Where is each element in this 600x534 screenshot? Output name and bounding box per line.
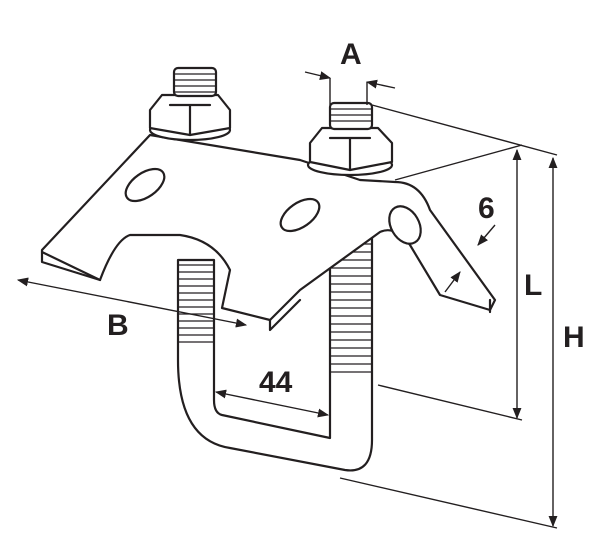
dim-a-arrow-right bbox=[365, 79, 396, 89]
dim-6-arrow-bottom bbox=[444, 271, 461, 293]
label-inner-width: 44 bbox=[259, 366, 293, 399]
dim-6-arrow-top bbox=[477, 224, 496, 246]
nut-right bbox=[306, 101, 394, 177]
plate-hole-3 bbox=[388, 205, 422, 245]
nut-left bbox=[148, 66, 232, 142]
dim-b-line bbox=[16, 277, 248, 328]
label-a: A bbox=[340, 38, 362, 71]
label-b: B bbox=[107, 309, 129, 342]
dim-a-arrow-left bbox=[304, 71, 332, 81]
clamp-plate bbox=[40, 133, 497, 332]
dim-44-line bbox=[214, 389, 330, 418]
dimension-lines bbox=[16, 71, 558, 529]
label-h: H bbox=[563, 321, 585, 354]
label-thickness: 6 bbox=[478, 192, 495, 225]
plate-hole-2 bbox=[279, 197, 321, 233]
plate-hole-1 bbox=[124, 167, 166, 203]
label-l: L bbox=[524, 269, 542, 302]
